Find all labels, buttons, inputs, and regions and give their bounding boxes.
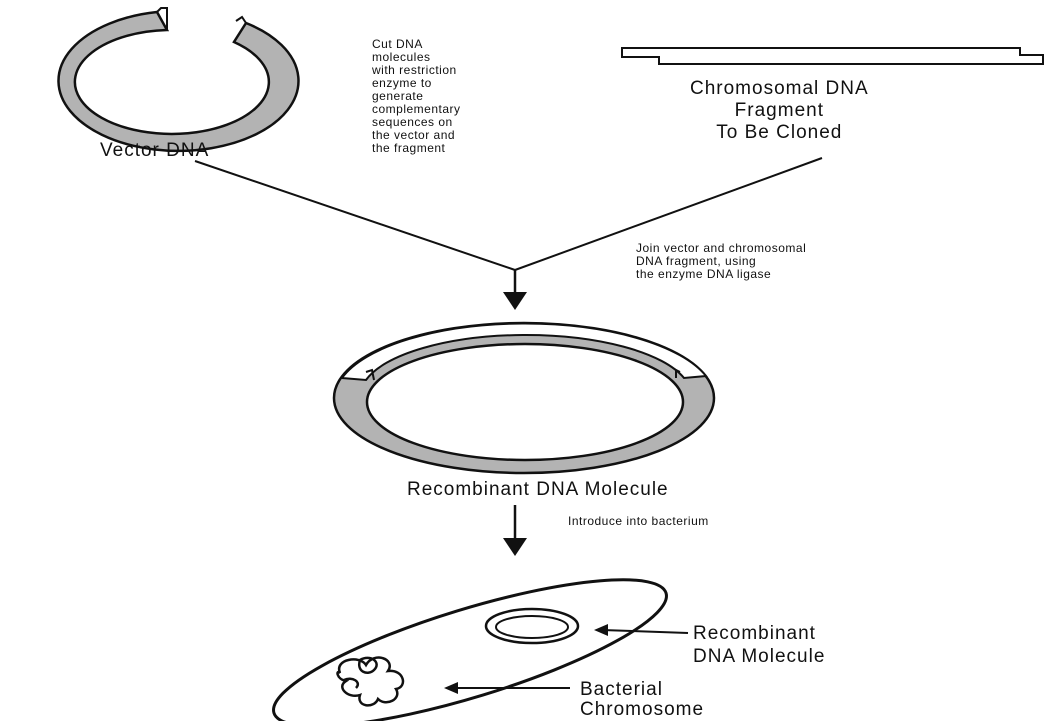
vector-connector-line bbox=[194, 160, 516, 271]
chromosomal-fragment-label: Chromosomal DNA Fragment To Be Cloned bbox=[690, 78, 869, 144]
cut-dna-note: Cut DNA molecules with restriction enzym… bbox=[372, 38, 461, 155]
chromosome-pointer-head bbox=[444, 682, 458, 694]
chromosomal-fragment-bar bbox=[621, 47, 1044, 65]
cut-note-line: generate bbox=[372, 89, 424, 103]
transformation-arrowhead bbox=[503, 538, 527, 556]
cut-note-line: Cut DNA bbox=[372, 37, 423, 51]
bacterium-cell bbox=[272, 578, 668, 721]
cut-note-line: with restriction bbox=[372, 63, 457, 77]
cut-note-line: sequences on bbox=[372, 115, 453, 129]
plasmid-pointer-line bbox=[601, 629, 689, 634]
cut-note-line: the fragment bbox=[372, 141, 446, 155]
cut-note-line: enzyme to bbox=[372, 76, 432, 90]
recombinant-dna-ring bbox=[332, 321, 716, 475]
vector-dna-ring bbox=[57, 7, 300, 153]
cut-note-line: the vector and bbox=[372, 128, 456, 142]
bacterial-label-line: Bacterial bbox=[580, 679, 663, 700]
recombinant-dna-label: Recombinant DNA Molecule bbox=[407, 479, 669, 500]
vector-dna-label: Vector DNA bbox=[100, 140, 210, 161]
cell-recombinant-label: Recombinant DNA Molecule bbox=[693, 622, 825, 668]
join-note-line: Join vector and chromosomal bbox=[636, 241, 807, 255]
bacterial-label-line: Chromosome bbox=[580, 699, 705, 720]
cut-note-line: complementary bbox=[372, 102, 461, 116]
join-note-line: the enzyme DNA ligase bbox=[636, 267, 772, 281]
cell-recombinant-line: DNA Molecule bbox=[693, 646, 826, 667]
chromosomal-label-line: Chromosomal DNA bbox=[690, 78, 869, 99]
chromosomal-label-line: Fragment bbox=[734, 100, 824, 121]
chromosomal-label-line: To Be Cloned bbox=[716, 122, 843, 143]
join-note-line: DNA fragment, using bbox=[636, 254, 757, 268]
plasmid-pointer-head bbox=[594, 624, 608, 636]
ligation-arrowhead bbox=[503, 292, 527, 310]
cut-note-line: molecules bbox=[372, 50, 431, 64]
introduce-note: Introduce into bacterium bbox=[568, 514, 709, 528]
join-ligase-note: Join vector and chromosomal DNA fragment… bbox=[636, 242, 806, 281]
fragment-connector-line bbox=[514, 157, 823, 271]
bacterial-chromosome-label: Bacterial Chromosome bbox=[580, 680, 704, 720]
bacterial-chromosome-squiggle bbox=[336, 656, 405, 707]
cell-recombinant-line: Recombinant bbox=[693, 623, 816, 644]
